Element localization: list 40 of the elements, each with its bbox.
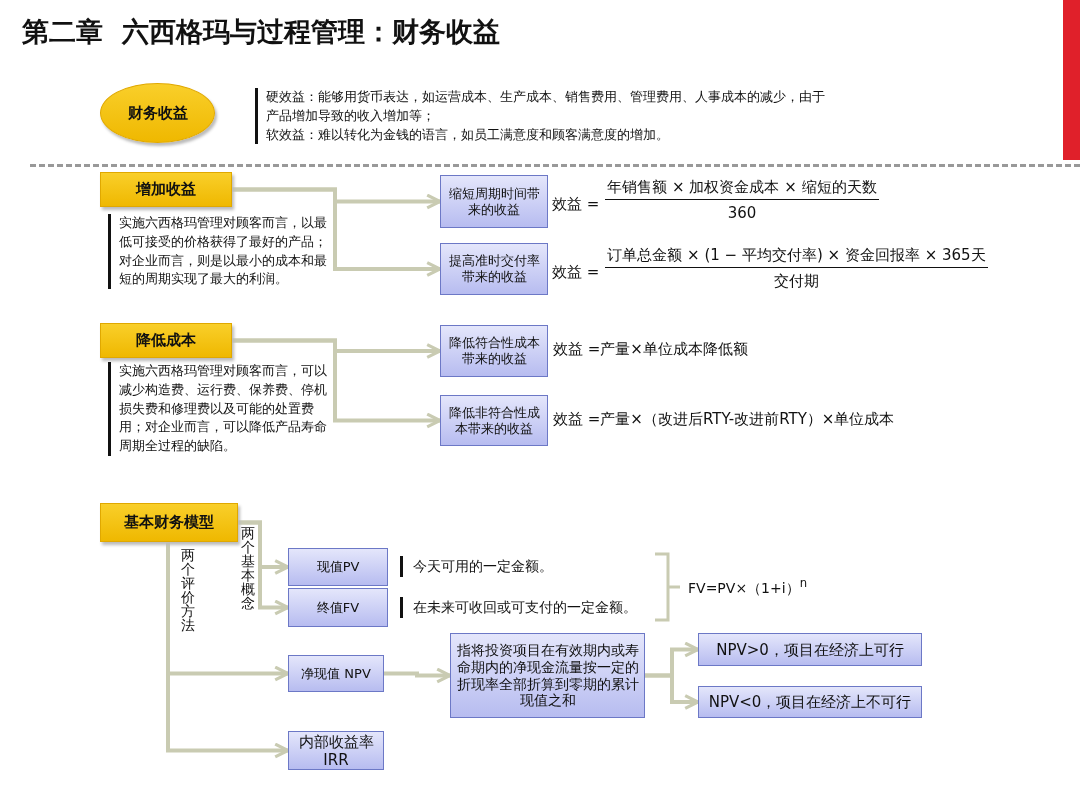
arrow — [166, 542, 290, 759]
process-box: 现值PV — [288, 548, 388, 586]
process-box: 缩短周期时间带来的收益 — [440, 175, 548, 228]
arrow — [384, 667, 452, 684]
description-text: 在未来可收回或可支付的一定金额。 — [400, 597, 637, 618]
arrow — [232, 187, 442, 277]
formula-lhs: 效益 = — [552, 263, 600, 282]
arrow — [645, 673, 700, 710]
formula: FV=PV×（1+i）$^{n}$ — [688, 576, 808, 598]
process-box: 指将投资项目在有效期内或寿命期内的净现金流量按一定的折现率全部折算到零期的累计现值之和 — [450, 633, 645, 718]
formula: 效益 =产量×（改进后RTY-改进前RTY）×单位成本 — [553, 410, 895, 429]
arrow — [232, 338, 442, 429]
denominator: 360 — [726, 204, 758, 222]
description-text: 硬效益：能够用货币表达，如运营成本、生产成本、销售费用、管理费用、人事成本的减少，由于产品增加导致的收入增加等； — [255, 88, 835, 126]
vertical-label: 两个基本概念 — [241, 526, 256, 610]
category-box: 基本财务模型 — [100, 503, 238, 542]
process-box: 终值FV — [288, 588, 388, 627]
description-text: 实施六西格玛管理对顾客而言，以最低可接受的价格获得了最好的产品；对企业而言，则是以最小的成本和最短的周期实现了最大的利润。 — [108, 214, 333, 289]
formula: 效益 =产量×单位成本降低额 — [553, 340, 748, 359]
process-box: 净现值 NPV — [288, 655, 384, 692]
numerator: 订单总金额 × (1 − 平均交付率) × 资金回报率 × 365天 — [605, 246, 988, 268]
process-box: 降低非符合性成本带来的收益 — [440, 395, 548, 446]
process-box: 提高准时交付率带来的收益 — [440, 243, 548, 295]
title: 第二章 六西格玛与过程管理：财务收益 — [22, 15, 500, 49]
bar — [1063, 0, 1080, 160]
formula-lhs: 效益 = — [552, 195, 600, 214]
arrow — [238, 520, 290, 616]
description-text: 实施六西格玛管理对顾客而言，可以减少构造费、运行费、保养费、停机损失费和修理费以及可能的处置费用；对企业而言，可以降低产品寿命周期全过程的缺陷。 — [108, 362, 336, 456]
vertical-label: 两个评价方法 — [181, 548, 196, 632]
oval-label: 财务收益 — [100, 83, 215, 143]
category-box: 降低成本 — [100, 323, 232, 358]
description-text: 今天可用的一定金额。 — [400, 556, 553, 577]
process-box: NPV>0，项目在经济上可行 — [698, 633, 922, 666]
category-box: 增加收益 — [100, 172, 232, 207]
process-box: NPV<0，项目在经济上不可行 — [698, 686, 922, 718]
process-box: 降低符合性成本带来的收益 — [440, 325, 548, 377]
process-box: 内部收益率IRR — [288, 731, 384, 770]
description-text: 软效益：难以转化为金钱的语言，如员工满意度和顾客满意度的增加。 — [255, 125, 835, 145]
numerator: 年销售额 × 加权资金成本 × 缩短的天数 — [605, 178, 879, 200]
denominator: 交付期 — [773, 272, 820, 291]
